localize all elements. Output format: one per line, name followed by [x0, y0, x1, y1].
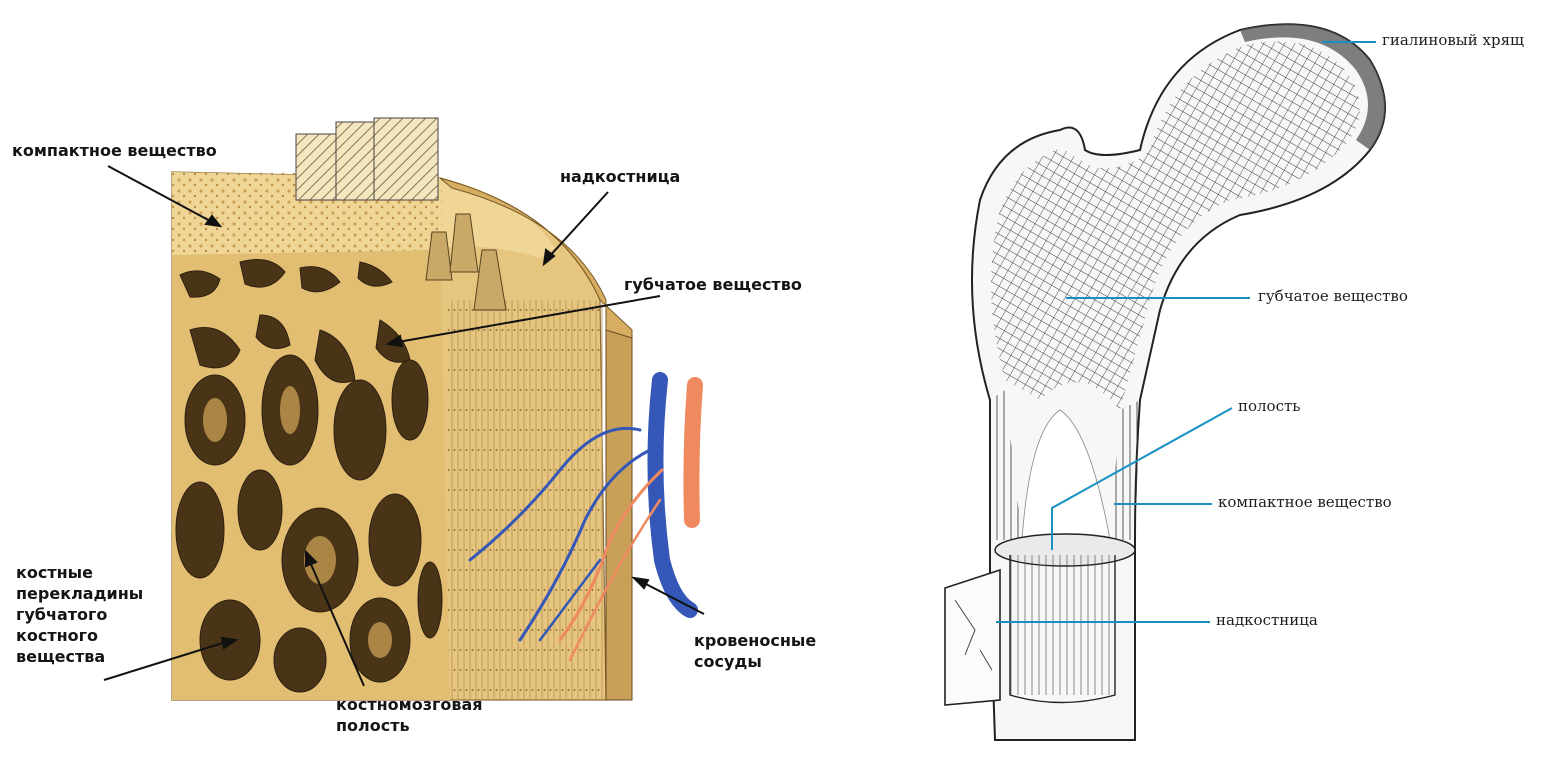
- label-compact-substance: компактное вещество: [12, 140, 217, 161]
- label-cavity: полость: [1238, 397, 1300, 415]
- label-marrow-cavity: костномозговая полость: [336, 694, 483, 736]
- bone-section-illustration: [104, 118, 704, 700]
- label-femur-spongy: губчатое вещество: [1258, 287, 1408, 305]
- label-femur-periosteum: надкостница: [1216, 611, 1318, 629]
- label-periosteum: надкостница: [560, 166, 680, 187]
- label-femur-compact: компактное вещество: [1218, 493, 1392, 511]
- cancellous-bone: [991, 42, 1360, 410]
- label-blood-vessels: кровеносные сосуды: [694, 630, 816, 672]
- femur-illustration: [945, 24, 1385, 740]
- label-trabeculae: костные перекладины губчатого костного в…: [16, 562, 143, 667]
- label-spongy-substance: губчатое вещество: [624, 274, 802, 295]
- label-hyaline-cartilage: гиалиновый хрящ: [1382, 31, 1524, 49]
